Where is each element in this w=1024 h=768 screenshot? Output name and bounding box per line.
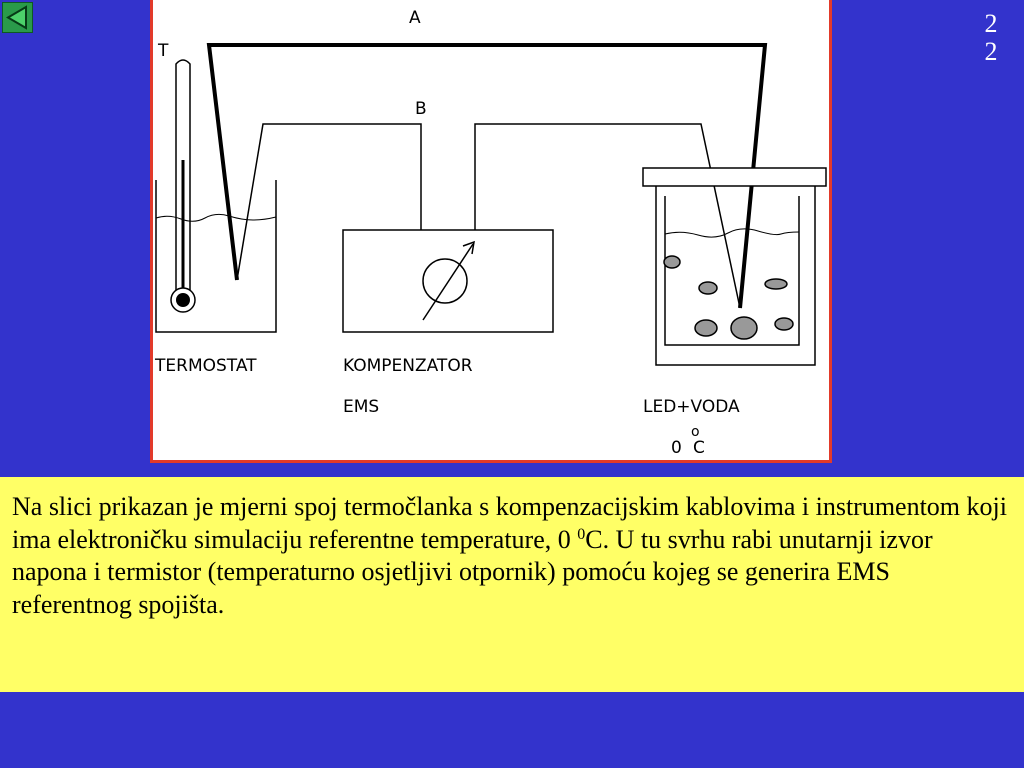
ice-cubes (663, 255, 794, 340)
caption-part-2: C. U tu svrhu rabi unutarnji izvor napon… (12, 524, 933, 619)
thermometer (170, 59, 196, 313)
ice-water-label: LED+VODA (643, 397, 740, 417)
zero-label: 0 (671, 438, 682, 458)
diagram-canvas: A B T (154, 8, 827, 458)
back-button[interactable] (2, 2, 33, 33)
page-number-digit: 2 (984, 37, 998, 66)
thermometer-label: T (157, 41, 169, 61)
water-surface (664, 228, 800, 238)
caption-box: Na slici prikazan je mjerni spoj termočl… (0, 477, 1024, 692)
celsius-label: C (693, 438, 705, 458)
ems-label: EMS (343, 397, 379, 417)
caption-superscript: 0 (577, 525, 586, 543)
page-number: 2 2 (980, 10, 1002, 66)
triangle-left-icon (6, 5, 27, 30)
wire-b-label: B (415, 99, 427, 119)
vessel-lid (642, 167, 827, 187)
caption-text: Na slici prikazan je mjerni spoj termočl… (12, 491, 1012, 621)
thermostat-label: TERMOSTAT (154, 356, 257, 376)
meter-icon (422, 240, 475, 321)
wire-b-right (474, 123, 741, 309)
vessel-inner (664, 196, 800, 346)
degree-sign: o (691, 424, 700, 440)
thermostat-liquid-surface (155, 213, 277, 222)
page-number-digit: 2 (984, 9, 998, 38)
thermocouple-diagram: A B T (150, 0, 832, 463)
compensator-label: KOMPENZATOR (343, 356, 473, 376)
caption-part-1: Na slici prikazan je mjerni spoj termočl… (12, 492, 1007, 554)
wire-a-label: A (409, 8, 421, 28)
vessel-outer (655, 186, 816, 366)
wire-b (236, 123, 422, 281)
thermostat-bath (155, 180, 277, 333)
